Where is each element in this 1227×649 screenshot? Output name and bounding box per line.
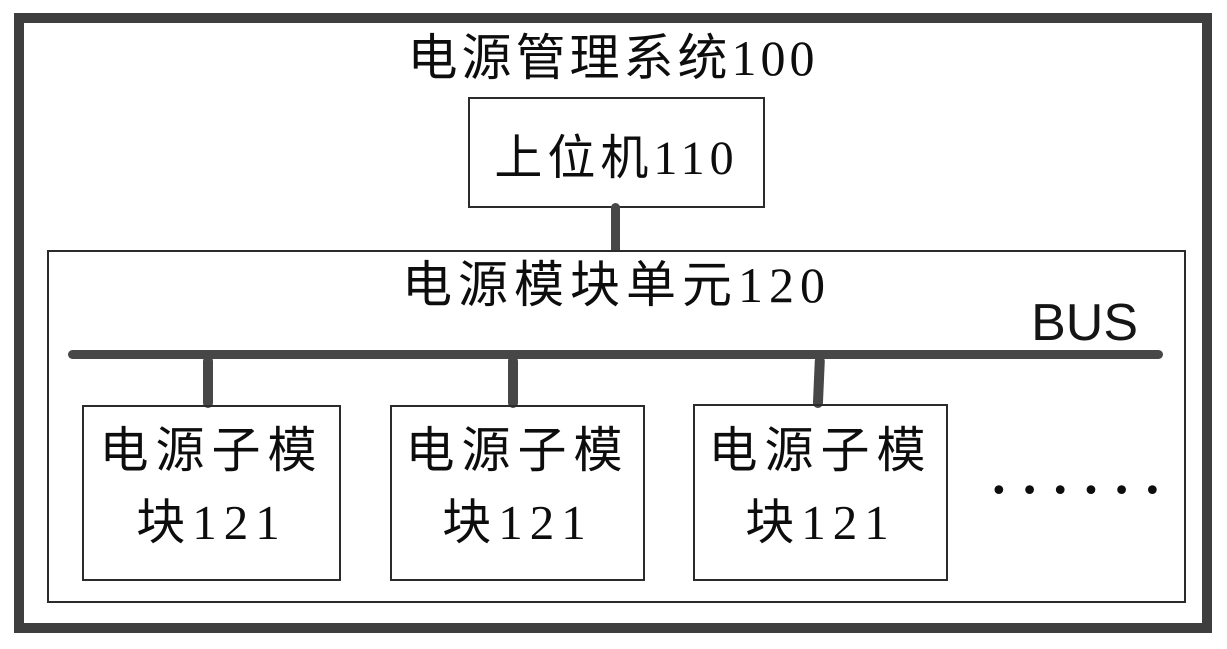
power-submodule-box-2: 电源子模 块121	[390, 405, 645, 581]
system-boundary-box: 电源管理系统100 上位机110 电源模块单元120 BUS 电源子模 块121…	[14, 13, 1212, 633]
bus-tap-connector-3	[812, 355, 825, 409]
bus-line	[68, 350, 1163, 359]
system-title: 电源管理系统100	[407, 30, 819, 86]
host-computer-box: 上位机110	[468, 97, 765, 208]
power-submodule-label-2: 电源子模 块121	[405, 423, 630, 550]
bus-label: BUS	[1031, 294, 1138, 352]
power-module-unit-box: 电源模块单元120 BUS 电源子模 块121 电源子模 块121 电源子模 块…	[47, 250, 1186, 603]
power-submodule-box-3: 电源子模 块121	[693, 404, 948, 581]
host-computer-label: 上位机110	[494, 131, 739, 185]
power-module-unit-title: 电源模块单元120	[402, 257, 831, 313]
host-to-unit-connector-line	[611, 203, 620, 255]
power-submodule-label-3: 电源子模 块121	[708, 422, 933, 550]
power-submodule-box-1: 电源子模 块121	[82, 405, 341, 581]
more-submodules-ellipsis: ••••••	[990, 473, 1175, 509]
power-submodule-label-1: 电源子模 块121	[99, 423, 324, 550]
bus-tap-connector-1	[203, 356, 213, 408]
bus-tap-connector-2	[508, 356, 518, 408]
